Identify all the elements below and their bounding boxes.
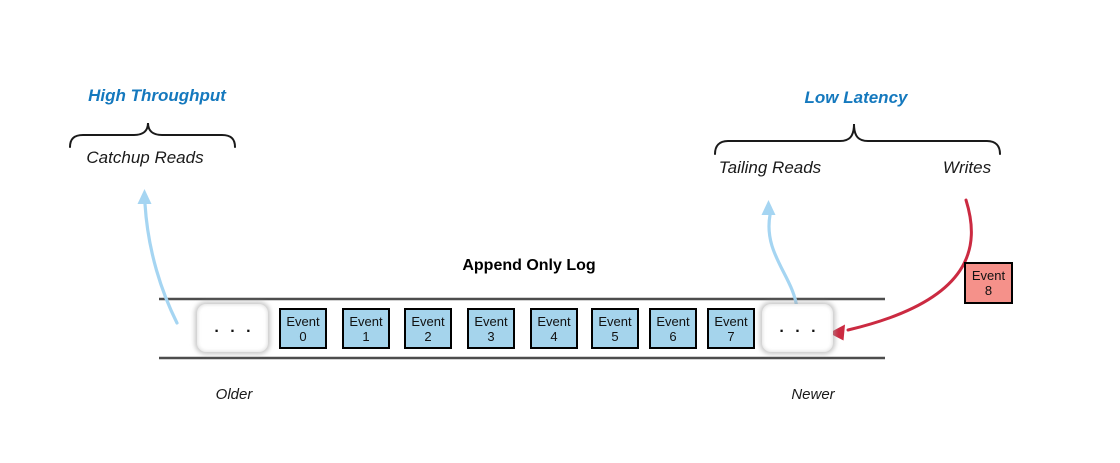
- event-number: 2: [424, 328, 432, 344]
- event-box-7: Event 7: [707, 308, 755, 349]
- event-number: 7: [727, 328, 735, 344]
- event-word: Event: [598, 313, 632, 329]
- event-number: 6: [669, 328, 677, 344]
- event-word: Event: [349, 313, 383, 329]
- event-number: 8: [984, 283, 993, 298]
- tailing-reads-label: Tailing Reads: [718, 158, 822, 177]
- event-box-0: Event 0: [279, 308, 327, 349]
- ellipsis-newer-dots: . . .: [779, 319, 816, 336]
- event-word: Event: [656, 313, 690, 329]
- high-throughput-heading: High Throughput: [88, 86, 226, 105]
- ellipsis-box-newer: . . .: [762, 304, 833, 352]
- event-box-2: Event 2: [404, 308, 452, 349]
- tailing-reads-arrowhead: [761, 200, 776, 215]
- tailing-reads-arrow: [767, 213, 799, 311]
- ellipsis-older-dots: . . .: [214, 319, 251, 336]
- event-box-4: Event 4: [530, 308, 578, 349]
- event-box-1: Event 1: [342, 308, 390, 349]
- event-box-6: Event 6: [649, 308, 697, 349]
- event-word: Event: [971, 268, 1006, 283]
- writes-arrow: [846, 198, 973, 332]
- ellipsis-box-older: . . .: [197, 304, 268, 352]
- event-box-8-incoming: Event 8: [964, 262, 1013, 304]
- event-number: 5: [611, 328, 619, 344]
- event-word: Event: [286, 313, 320, 329]
- newer-label: Newer: [791, 386, 835, 403]
- event-number: 1: [362, 328, 370, 344]
- event-word: Event: [537, 313, 571, 329]
- catchup-reads-arrowhead: [137, 189, 152, 204]
- low-latency-heading: Low Latency: [804, 88, 908, 107]
- catchup-reads-label: Catchup Reads: [86, 148, 204, 167]
- event-number: 4: [550, 328, 558, 344]
- append-only-log-title: Append Only Log: [462, 257, 596, 274]
- event-box-3: Event 3: [467, 308, 515, 349]
- event-word: Event: [474, 313, 508, 329]
- brace-high-throughput: [69, 122, 236, 148]
- brace-low-latency: [714, 123, 1001, 155]
- event-number: 0: [299, 328, 307, 344]
- event-word: Event: [714, 313, 748, 329]
- event-number: 3: [487, 328, 495, 344]
- event-word: Event: [411, 313, 445, 329]
- older-label: Older: [215, 386, 253, 403]
- event-box-5: Event 5: [591, 308, 639, 349]
- writes-label: Writes: [942, 158, 992, 177]
- catchup-reads-arrow: [143, 202, 179, 325]
